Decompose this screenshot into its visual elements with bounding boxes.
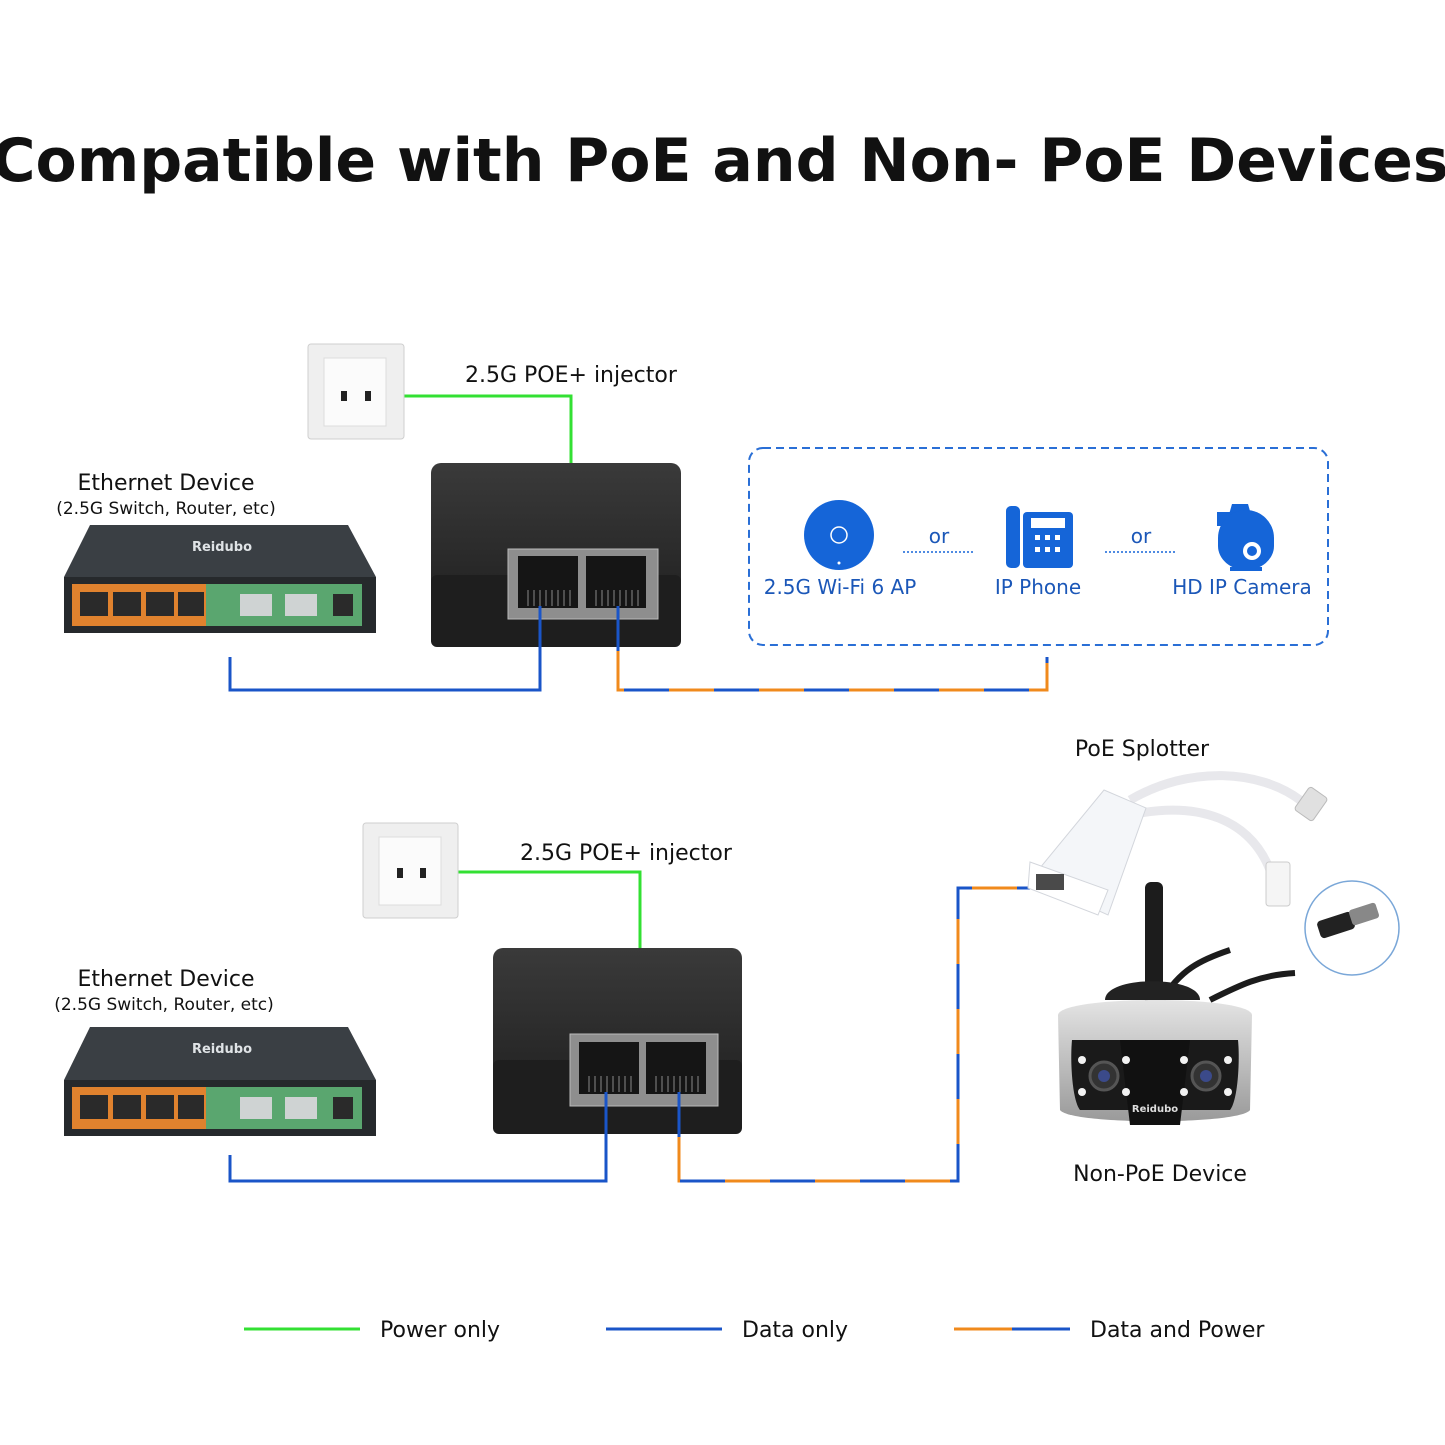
top-data-line (228, 606, 542, 692)
bottom-data-power-line-blue (677, 886, 1030, 1183)
or-separator-2: or (1131, 524, 1152, 548)
legend-power-label: Power only (380, 1318, 500, 1343)
device-label-camera: HD IP Camera (1172, 575, 1312, 599)
bottom-injector-label: 2.5G POE+ injector (520, 841, 733, 866)
top-device-box (748, 447, 1329, 646)
top-ethernet-sub: (2.5G Switch, Router, etc) (56, 499, 276, 519)
top-power-line (373, 394, 573, 465)
top-injector-label: 2.5G POE+ injector (465, 363, 678, 388)
bottom-data-line (228, 1092, 608, 1183)
legend-data-power-label: Data and Power (1090, 1318, 1265, 1343)
top-data-power-line-blue (616, 606, 1049, 692)
or-separator-1: or (929, 524, 950, 548)
wifi-ap-icon (804, 500, 874, 570)
camera-brand: Reidubo (1132, 1104, 1178, 1115)
top-ethernet-switch (64, 525, 376, 633)
bottom-power-line (428, 870, 642, 950)
top-poe-injector (431, 463, 681, 647)
bottom-poe-injector (493, 948, 742, 1134)
top-ethernet-title: Ethernet Device (78, 471, 255, 496)
bottom-ethernet-title: Ethernet Device (78, 967, 255, 992)
bottom-ethernet-sub: (2.5G Switch, Router, etc) (54, 995, 274, 1015)
ip-phone-icon (1006, 506, 1073, 568)
nonpoe-label: Non-PoE Device (1073, 1162, 1247, 1187)
poe-splitter (1027, 771, 1328, 916)
bottom-switch-brand: Reidubo (192, 1042, 252, 1057)
page-title: Compatible with PoE and Non- PoE Devices (0, 126, 1445, 196)
splitter-label: PoE Splotter (1075, 737, 1210, 762)
top-wall-socket (307, 343, 405, 440)
top-switch-brand: Reidubo (192, 540, 252, 555)
ip-camera-icon (1217, 504, 1274, 571)
device-label-wifi: 2.5G Wi-Fi 6 AP (764, 575, 917, 599)
legend-data-label: Data only (742, 1318, 848, 1343)
bottom-wall-socket (362, 822, 459, 919)
top-data-power-line-orange (616, 606, 1049, 692)
bottom-ethernet-switch (64, 1027, 376, 1136)
nonpoe-camera (1058, 882, 1296, 1125)
connector-detail-circle (1304, 880, 1400, 976)
device-label-phone: IP Phone (995, 575, 1081, 599)
